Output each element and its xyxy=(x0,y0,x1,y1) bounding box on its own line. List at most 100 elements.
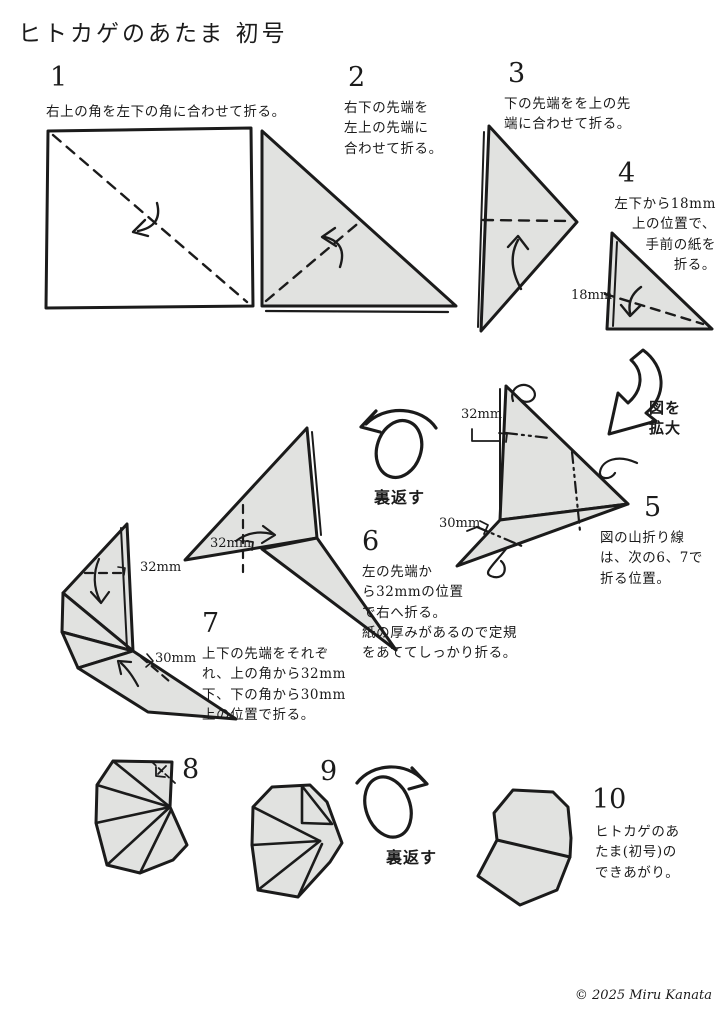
crease-line xyxy=(296,842,324,899)
layer-edge xyxy=(612,241,618,327)
step-6-diagram xyxy=(183,426,398,652)
paper-outline xyxy=(94,759,189,875)
fold-arrow-head xyxy=(619,303,642,318)
valley-fold-line xyxy=(264,218,364,303)
fold-arrow xyxy=(136,201,160,233)
step-6-instruction: 左の先端か ら32mmの位置 で右へ折る。 紙の厚みがあるので定規 をあててしっ… xyxy=(362,564,518,661)
flip-arrow-1-icon xyxy=(359,409,438,480)
right-angle-mark xyxy=(145,653,154,668)
step-5-instruction: 図の山折り線 は、次の6、7で 折る位置。 xyxy=(600,530,703,587)
right-angle-mark xyxy=(498,432,508,443)
folded-corner xyxy=(300,784,334,826)
measure-bracket xyxy=(466,526,478,532)
crease-line xyxy=(111,759,172,809)
fold-arrow-head xyxy=(155,766,166,778)
paper-outline xyxy=(250,783,344,899)
measure-label-30mm: 30mm xyxy=(155,651,197,666)
crease-line xyxy=(105,805,172,867)
crease-line xyxy=(495,838,572,859)
fold-arrow xyxy=(119,661,140,688)
fold-arrow xyxy=(93,557,102,603)
paper-triangle xyxy=(479,124,579,333)
right-angle-mark xyxy=(117,566,126,576)
step-4-number: 4 xyxy=(618,158,636,189)
paper-main-face xyxy=(183,426,319,562)
step-3-number: 3 xyxy=(508,58,526,89)
fold-arrow xyxy=(234,531,274,543)
paper-upper-face xyxy=(498,384,630,522)
fold-arrow xyxy=(511,238,523,291)
flip-over-label-2: 裏返す xyxy=(386,848,438,867)
step-10-number: 10 xyxy=(592,784,627,815)
paper-triangle xyxy=(605,231,714,331)
fold-arrow xyxy=(628,285,643,315)
measure-label-32mm: 32mm xyxy=(461,407,503,422)
step-8-diagram xyxy=(94,759,189,875)
measure-label-32mm: 32mm xyxy=(210,536,252,551)
mountain-fold-line xyxy=(570,450,582,533)
step-4-diagram xyxy=(603,231,714,331)
layer-edge xyxy=(120,527,128,649)
measure-label-18mm: 18mm xyxy=(571,288,613,303)
valley-fold-line xyxy=(603,292,705,326)
paper-tail-face xyxy=(260,536,398,652)
step-10-diagram xyxy=(476,788,573,907)
step-1-number: 1 xyxy=(50,62,68,93)
flip-arrow-2-icon xyxy=(355,765,429,839)
fold-arrow-head xyxy=(89,590,111,605)
step-5-number: 5 xyxy=(644,492,662,523)
step-8-number: 8 xyxy=(182,754,200,785)
rotate-arrow xyxy=(598,457,639,480)
crease-line xyxy=(256,839,322,892)
rotate-arrow xyxy=(487,547,508,579)
step-9-number: 9 xyxy=(320,756,338,787)
enlarge-arrow-icon xyxy=(607,348,663,436)
step-6-number: 6 xyxy=(362,526,380,557)
step-2-number: 2 xyxy=(348,62,366,93)
step-7-number: 7 xyxy=(202,608,220,639)
measure-label-30mm: 30mm xyxy=(439,516,481,531)
page-title: ヒトカゲのあたま 初号 xyxy=(18,21,288,47)
step-2-diagram xyxy=(260,129,458,314)
valley-fold-line xyxy=(139,655,171,683)
crease-line xyxy=(250,839,322,847)
step-9-diagram xyxy=(250,783,344,899)
step-2-instruction: 右下の先端を 左上の先端に 合わせて折る。 xyxy=(344,100,443,157)
fold-arrow-head xyxy=(506,234,530,251)
step-1-diagram xyxy=(44,126,255,310)
valley-fold-line xyxy=(481,218,571,223)
right-angle-mark xyxy=(479,520,489,535)
valley-fold-line xyxy=(151,761,176,784)
step-4-instruction: 左下から18mm 上の位置で、 手前の紙を 折る。 xyxy=(614,196,716,273)
step-7-instruction: 上下の先端をそれぞ れ、上の角から32mm 下、下の角から30mm 上の位置で折… xyxy=(202,646,347,723)
step-10-instruction: ヒトカゲのあ たま(初号)の できあがり。 xyxy=(595,824,680,881)
fold-arrow xyxy=(157,765,167,775)
step-5-diagram xyxy=(455,383,639,579)
step-3-instruction: 下の先端をを上の先 端に合わせて折る。 xyxy=(504,96,631,133)
rotate-arrow xyxy=(511,383,536,403)
layer-edge xyxy=(264,309,450,314)
paper-flap-face xyxy=(76,649,238,721)
crease-line xyxy=(138,808,173,875)
fold-arrow-head xyxy=(320,226,338,248)
mountain-fold-line xyxy=(504,431,551,440)
crease-line xyxy=(251,805,322,843)
measure-label-32mm: 32mm xyxy=(140,560,182,575)
fold-arrow xyxy=(323,235,344,269)
step-7-diagram xyxy=(60,522,238,721)
crease-line xyxy=(94,805,172,825)
valley-fold-line xyxy=(51,133,249,304)
step-1-instruction: 右上の角を左下の角に合わせて折る。 xyxy=(46,104,286,120)
paper-lower-face xyxy=(455,502,630,568)
step-3-diagram xyxy=(477,124,579,333)
crease-line xyxy=(95,783,172,809)
enlarge-label: 図を 拡大 xyxy=(649,399,682,438)
measure-bracket xyxy=(471,428,500,442)
fold-arrow-head xyxy=(116,659,133,676)
copyright-notice: © 2025 Miru Kanata xyxy=(574,988,712,1003)
flip-over-label-1: 裏返す xyxy=(374,488,426,507)
fold-arrow-head xyxy=(260,524,277,545)
layer-edge xyxy=(311,431,322,536)
